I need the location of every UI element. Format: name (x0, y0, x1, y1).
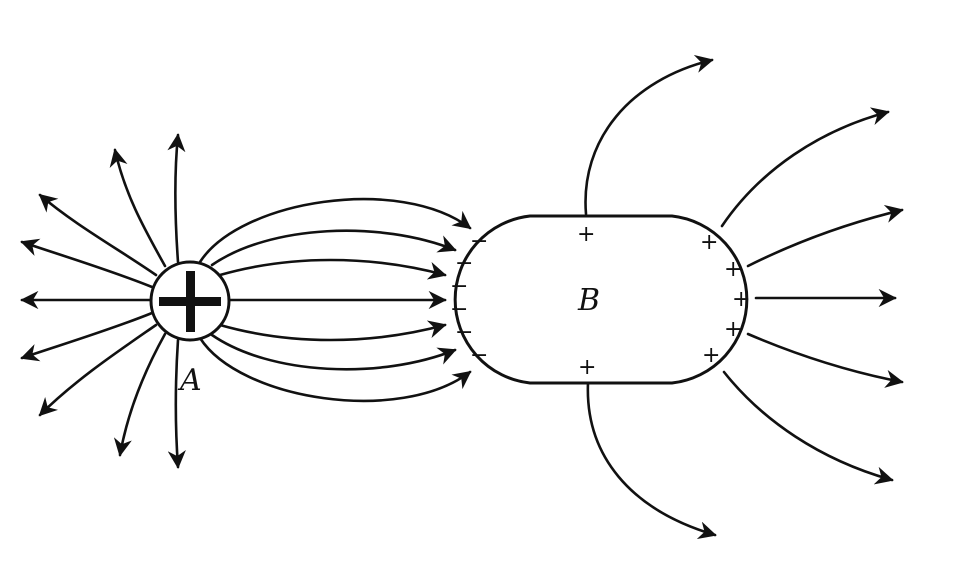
negative-charge: − (450, 274, 468, 299)
positive-charge: + (577, 222, 595, 247)
field-line (210, 333, 457, 371)
field-line (218, 320, 447, 342)
field-line (38, 193, 158, 277)
field-line (167, 338, 186, 469)
field-line (167, 133, 186, 264)
positive-charges: + + + + + + + (577, 222, 750, 380)
field-line (198, 336, 472, 403)
field-lines-a-to-b (198, 197, 472, 403)
positive-charge: + (732, 287, 750, 312)
positive-charge: + (724, 257, 742, 282)
field-line (20, 238, 154, 289)
negative-charges: − − − − − − (450, 229, 488, 368)
field-lines-left-of-a (20, 133, 186, 469)
field-line (720, 107, 890, 228)
conductor-b-label: B (577, 283, 600, 318)
positive-charge: + (578, 355, 596, 380)
field-line (584, 55, 714, 216)
field-line (198, 197, 472, 264)
positive-charge: + (700, 230, 718, 255)
negative-charge: − (470, 229, 488, 254)
field-line (20, 311, 154, 362)
conductor-b-outline (453, 214, 749, 385)
field-line (109, 148, 167, 268)
charge-a-plus-sign (159, 271, 221, 332)
charge-a-label: A (177, 363, 202, 398)
field-lines-from-b (584, 55, 904, 540)
field-line (218, 258, 447, 280)
field-line (722, 370, 894, 485)
charge-a: A (149, 260, 231, 398)
conductor-b: B − − − − − − + + + + + + + (450, 214, 750, 385)
negative-charge: − (450, 297, 468, 322)
field-line (746, 332, 904, 388)
field-line (746, 205, 904, 268)
field-line (38, 323, 158, 417)
negative-charge: − (455, 251, 473, 276)
positive-charge: + (702, 343, 720, 368)
field-line (210, 229, 457, 267)
negative-charge: − (455, 320, 473, 345)
field-line (113, 332, 167, 457)
negative-charge: − (470, 343, 488, 368)
field-line (586, 381, 717, 540)
positive-charge: + (724, 317, 742, 342)
